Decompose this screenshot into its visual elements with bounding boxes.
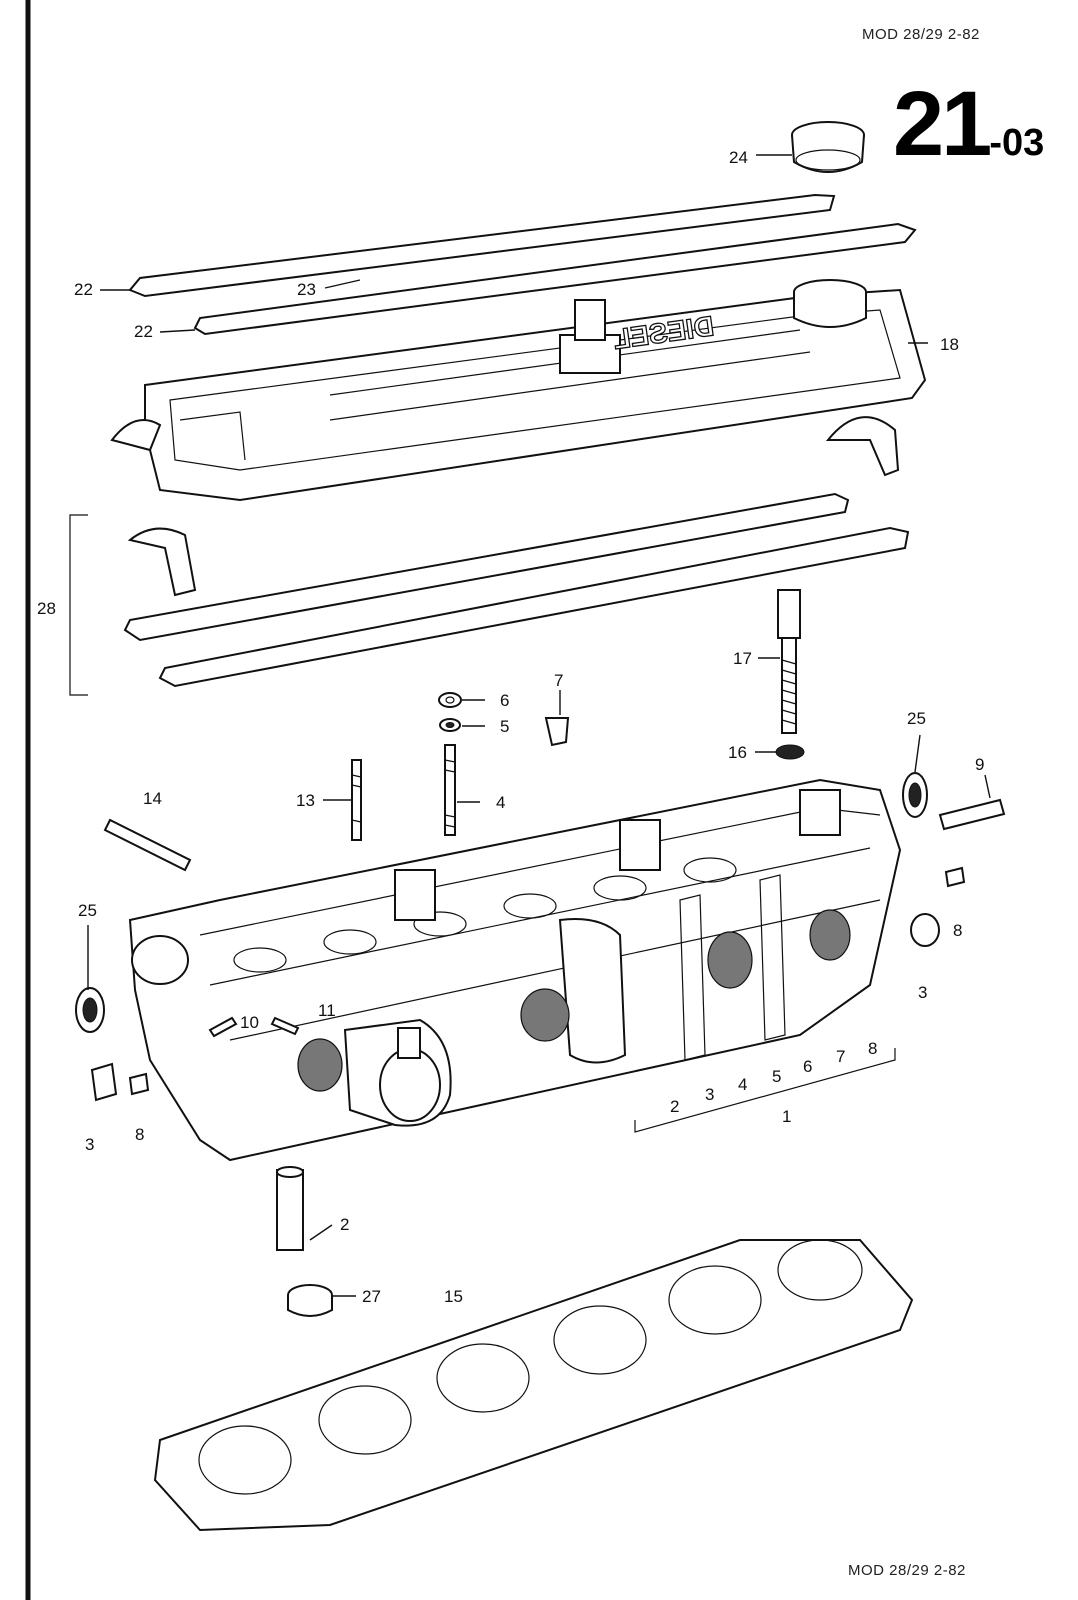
callout-5: 5 [500, 717, 509, 736]
callout-22-upper: 22 [74, 280, 93, 299]
model-code-footer: MOD 28/29 2-82 [848, 1562, 966, 1579]
set-5: 5 [772, 1067, 781, 1086]
page-number-main: 21 [893, 73, 992, 175]
callout-27: 27 [362, 1287, 381, 1306]
callout-13: 13 [296, 791, 315, 810]
callout-9: 9 [975, 755, 984, 774]
cover-gasket-set [69, 492, 910, 696]
callout-11: 11 [318, 1001, 336, 1020]
callout-8-left: 8 [135, 1125, 144, 1144]
nut-and-washer [438, 692, 462, 732]
stud-10 [208, 1016, 238, 1038]
stud-11 [270, 1016, 300, 1036]
oil-filler-cap [791, 121, 865, 173]
callout-17: 17 [733, 649, 752, 668]
callout-22-lower: 22 [134, 322, 153, 341]
callout-25-right: 25 [907, 709, 926, 728]
callout-24: 24 [729, 148, 748, 167]
set-6: 6 [803, 1057, 812, 1076]
callout-23: 23 [297, 280, 316, 299]
washer-16 [775, 744, 805, 760]
set-4: 4 [738, 1075, 747, 1094]
callout-10: 10 [240, 1013, 259, 1032]
seal-and-stud-right [902, 772, 1006, 831]
valve-guide-and-seal [276, 1166, 333, 1317]
plug-7 [544, 717, 570, 747]
seal-left [75, 987, 105, 1033]
callout-28: 28 [37, 599, 56, 618]
callout-15: 15 [444, 1287, 463, 1306]
callout-3-right: 3 [918, 983, 927, 1002]
bracket-1 [634, 1048, 896, 1133]
set-8: 8 [868, 1039, 877, 1058]
cover-bolt [777, 589, 801, 734]
callout-7: 7 [554, 671, 563, 690]
callout-8-right: 8 [953, 921, 962, 940]
callout-3-left: 3 [85, 1135, 94, 1154]
set-3: 3 [705, 1085, 714, 1104]
set-7: 7 [836, 1047, 845, 1066]
callout-18: 18 [940, 335, 959, 354]
model-code-header: MOD 28/29 2-82 [862, 26, 980, 43]
cylinder-head [128, 778, 902, 1162]
callout-6: 6 [500, 691, 509, 710]
valve-cover: DIESEL [110, 279, 927, 502]
callout-1: 1 [782, 1107, 791, 1126]
page-number-suffix: -03 [989, 122, 1045, 164]
valve-cover-gaskets [128, 193, 917, 336]
callout-4: 4 [496, 793, 505, 812]
callout-14: 14 [143, 789, 162, 808]
callout-2: 2 [340, 1215, 349, 1234]
leader-lines [87, 154, 991, 1297]
page-number: 21-03 [893, 78, 1044, 170]
set-2: 2 [670, 1097, 679, 1116]
callout-labels: 24 22 23 22 18 28 17 7 6 5 16 25 9 14 13… [37, 148, 984, 1306]
callout-25-left: 25 [78, 901, 97, 920]
head-gasket [153, 1239, 914, 1532]
callout-16: 16 [728, 743, 747, 762]
plugs [90, 866, 966, 1102]
